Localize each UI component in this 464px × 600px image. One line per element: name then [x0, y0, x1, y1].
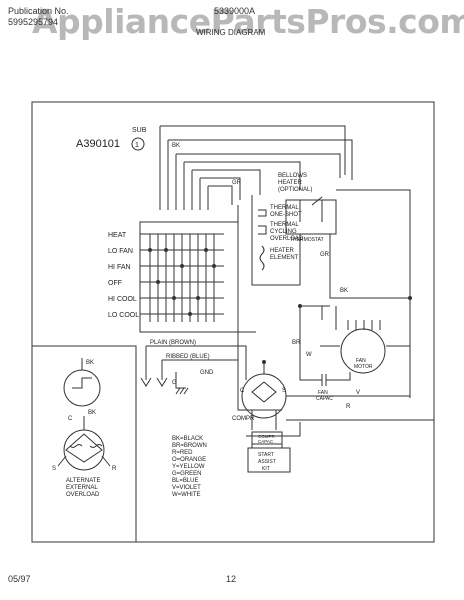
wire-code-bk-top: BK: [172, 143, 180, 149]
start-assist-kit: [247, 447, 291, 473]
cycling-label-2: CYCLING: [270, 229, 297, 235]
diagram-id: A390101: [76, 138, 120, 150]
start-assist-label-3: KIT: [262, 466, 270, 472]
wire-code-r-alt: R: [112, 466, 117, 472]
fan-capac-label-2: CAPAC: [316, 396, 333, 402]
legend-bk: BK=BLACK: [172, 436, 203, 442]
compr-capac-label-2: CAPAC: [258, 439, 274, 444]
cycling-label-3: OVERLOAD: [270, 236, 304, 242]
legend-y: Y=YELLOW: [172, 464, 205, 470]
legend-r: R=RED: [172, 450, 193, 456]
footer-page: 12: [226, 574, 237, 584]
wire-code-v: V: [356, 390, 360, 396]
fan-capac-label-1: FAN: [318, 390, 328, 396]
alt-overload-label-1: ALTERNATE: [66, 478, 100, 484]
switch-pos-hi-fan: HI FAN: [108, 264, 131, 271]
cycling-label-1: THERMAL: [270, 222, 299, 228]
fan-motor-label-2: MOTOR: [354, 364, 373, 370]
sub-marker: [131, 137, 145, 151]
wire-code-c-alt: C: [68, 416, 73, 422]
wire-code-c: C: [240, 388, 245, 394]
bellows-label-2: HEATER: [278, 180, 303, 186]
start-assist-label-1: START: [258, 452, 274, 458]
fan-motor-label-1: FAN: [356, 358, 366, 364]
one-shot-label-2: ONE-SHOT: [270, 212, 302, 218]
wire-code-gr-right: GR: [320, 252, 330, 258]
watermark: AppliancePartsPros.com: [32, 2, 464, 41]
wire-code-g: G: [172, 380, 177, 386]
start-assist-label-2: ASSIST: [258, 459, 276, 465]
compr-capac-label-1: COMPR: [258, 434, 276, 439]
switch-pos-off: OFF: [108, 280, 122, 287]
legend-w: W=WHITE: [172, 492, 201, 498]
one-shot-label-1: THERMAL: [270, 205, 299, 211]
footer-date: 05/97: [8, 574, 31, 584]
switch-pos-lo-cool: LO COOL: [108, 312, 139, 319]
alt-overload-label-3: OVERLOAD: [66, 492, 100, 498]
switch-pos-hi-cool: HI COOL: [108, 296, 137, 303]
wire-code-bk-alt-1: BK: [86, 360, 94, 366]
legend-v: V=VIOLET: [172, 485, 201, 491]
publication-number: 5995295794: [8, 17, 59, 27]
wire-code-gr: GR: [232, 180, 242, 186]
wire-code-bk-alt-2: BK: [88, 410, 96, 416]
sub-label: SUB: [132, 127, 147, 134]
legend-g: G=GREEN: [172, 471, 202, 477]
alternate-overload-box: [31, 345, 137, 543]
legend-o: O=ORANGE: [172, 457, 206, 463]
wire-code-r: R: [346, 404, 351, 410]
switch-pos-heat: HEAT: [108, 232, 127, 239]
wire-code-bk-right: BK: [340, 288, 348, 294]
overload-symbol-bottom: [63, 429, 105, 471]
section-title: WIRING DIAGRAM: [196, 28, 266, 37]
wire-code-s: S: [282, 388, 286, 394]
ribbed-wire-label: RIBBED (BLUE): [166, 354, 210, 360]
legend-bl: BL=BLUE: [172, 478, 199, 484]
heater-element-label-1: HEATER: [270, 248, 295, 254]
plain-wire-label: PLAIN (BROWN): [150, 340, 196, 346]
bellows-label-1: BELLOWS: [278, 173, 307, 179]
compressor-circle: [241, 373, 287, 419]
compressor-label: COMPR: [232, 416, 255, 422]
diagram-border: [31, 101, 435, 543]
thermostat-box: [285, 199, 337, 235]
model-number: 5339000A: [214, 6, 256, 16]
compressor-capacitor: [251, 431, 283, 445]
wire-code-s-alt: S: [52, 466, 56, 472]
thermostat-label: THERMOSTAT: [290, 237, 324, 243]
wire-code-w: W: [306, 352, 312, 358]
color-legend: BK=BLACK BR=BROWN R=RED O=ORANGE Y=YELLO…: [172, 436, 207, 498]
bellows-label-3: (OPTIONAL): [278, 187, 312, 193]
wire-code-br: BR: [292, 340, 301, 346]
fan-motor-circle: [340, 328, 386, 374]
switch-pos-lo-fan: LO FAN: [108, 248, 133, 255]
publication-label: Publication No.: [8, 6, 69, 16]
legend-br: BR=BROWN: [172, 443, 207, 449]
gnd-label: GND: [200, 370, 214, 376]
heater-element-label-2: ELEMENT: [270, 255, 299, 261]
sub-number: 1: [135, 142, 139, 149]
alt-overload-label-2: EXTERNAL: [66, 485, 98, 491]
